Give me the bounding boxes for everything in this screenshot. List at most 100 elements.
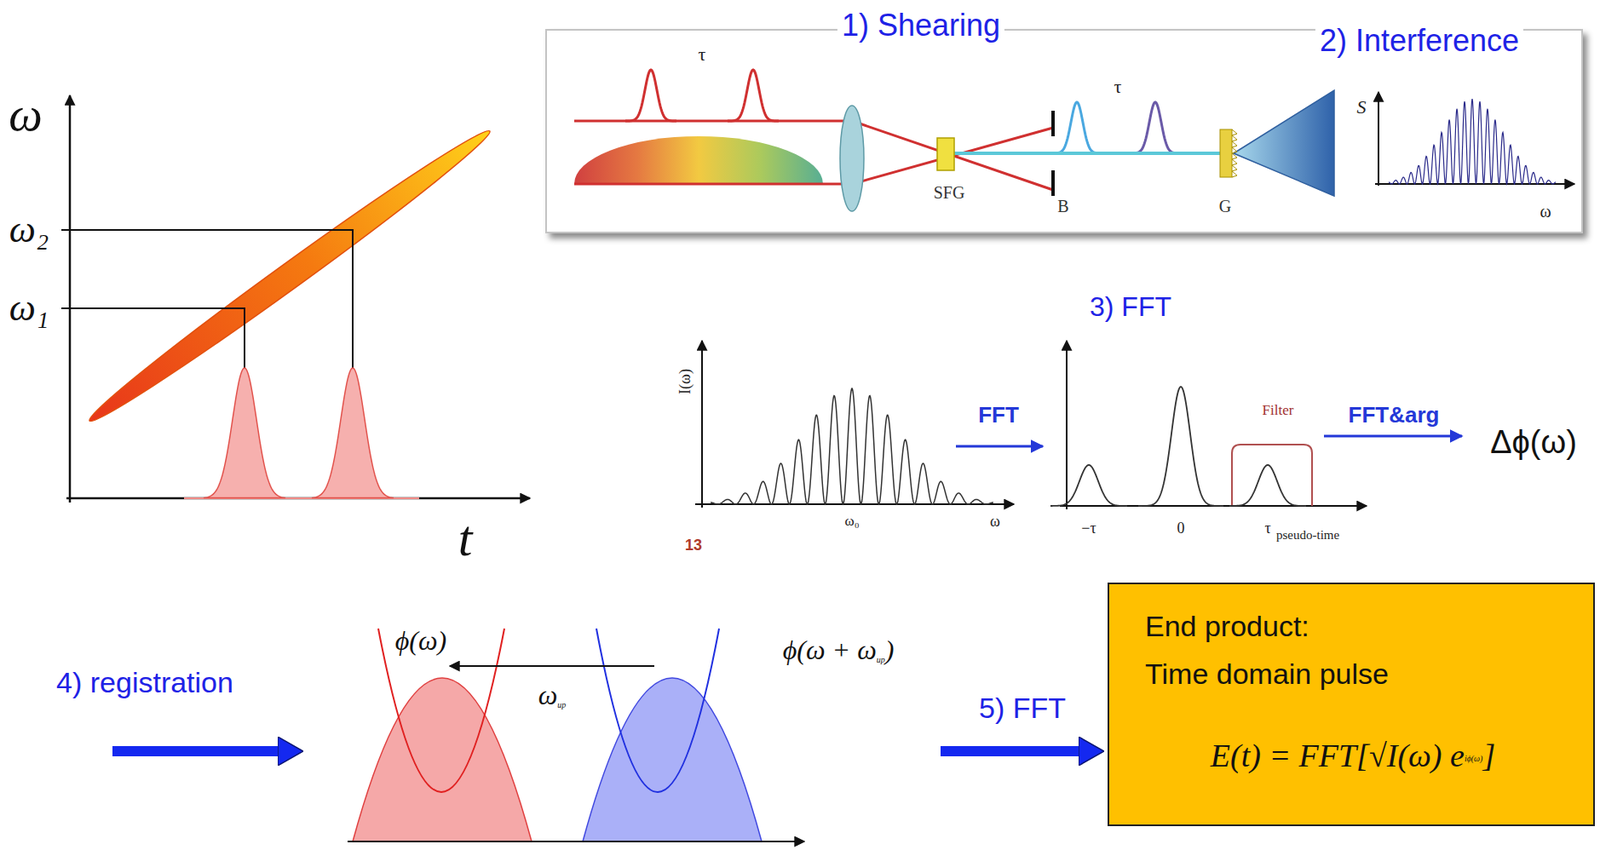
spectrum-blue bbox=[582, 678, 762, 842]
fft-arg-arrow bbox=[1323, 435, 1462, 438]
node-text: End product: bbox=[1145, 610, 1310, 643]
math-symbol: ω bbox=[989, 512, 1001, 530]
formula-text: ] bbox=[1482, 737, 1496, 774]
beam-block bbox=[1051, 170, 1055, 196]
annotation-text: 3) FFT bbox=[1089, 291, 1172, 323]
label-position: ω₀ bbox=[844, 512, 859, 530]
node-text: ) bbox=[885, 634, 895, 666]
step-heading: 1) Shearing bbox=[837, 7, 1005, 43]
omega-axis bbox=[69, 95, 72, 503]
grating-teeth bbox=[1231, 129, 1238, 178]
label-position: B bbox=[1057, 196, 1069, 217]
text-line: ϕ(ω + ωup) bbox=[782, 634, 895, 667]
label-position: −τ bbox=[1081, 519, 1096, 538]
math-symbol: I(ω) bbox=[676, 368, 694, 395]
label-position: SFG bbox=[933, 183, 966, 203]
ac-peak bbox=[1229, 465, 1307, 507]
fft-axis bbox=[1065, 340, 1068, 510]
node-text: ϕ(ω) bbox=[395, 625, 447, 657]
beam-block bbox=[1051, 110, 1055, 137]
interferogram bbox=[710, 388, 994, 505]
label-position: 0 bbox=[1177, 519, 1186, 538]
label-position: ω₁ bbox=[9, 287, 49, 331]
math-symbol: 0 bbox=[1177, 519, 1186, 537]
registration-axis bbox=[347, 840, 805, 843]
annotation-text: 4) registration bbox=[56, 666, 234, 699]
registration-arrow bbox=[112, 746, 278, 757]
beam bbox=[574, 183, 852, 186]
replica-pulse bbox=[1051, 102, 1103, 154]
registration-figure: ϕ(ω) ωup ϕ(ω + ωup) bbox=[340, 613, 938, 842]
shift-arrow bbox=[449, 665, 655, 668]
label-position: pseudo-time bbox=[1276, 527, 1340, 543]
label-position: ω bbox=[989, 512, 1001, 531]
label-position: ω bbox=[8, 86, 43, 142]
label-position: I(ω) bbox=[676, 368, 695, 395]
math-symbol: τ bbox=[1264, 519, 1271, 537]
math-symbol: S bbox=[1357, 96, 1367, 118]
label-position: FFT bbox=[978, 402, 1019, 429]
dispersed-fan bbox=[1233, 90, 1335, 196]
math-symbol: t bbox=[458, 510, 473, 567]
math-symbol: Filter bbox=[1262, 402, 1295, 419]
result-box: End product: Time domain pulseE(t) = FFT[… bbox=[1107, 582, 1595, 827]
node-text: up bbox=[876, 655, 886, 665]
math-symbol: τ bbox=[698, 43, 707, 65]
node-text: up bbox=[557, 700, 566, 710]
step-label: 5) FFT bbox=[978, 691, 1066, 725]
omega1-guide bbox=[61, 308, 245, 369]
beam bbox=[574, 120, 852, 123]
annotation-text: 13 bbox=[684, 536, 703, 554]
label-position: t bbox=[458, 509, 473, 569]
omega2-guide bbox=[61, 230, 353, 369]
sfg-crystal bbox=[937, 138, 955, 171]
time-axis bbox=[66, 497, 530, 501]
annotation-text: FFT&arg bbox=[1348, 402, 1440, 428]
phase-blue bbox=[596, 628, 720, 793]
replica-pulse bbox=[625, 69, 677, 121]
interference-spectrum bbox=[1388, 98, 1556, 185]
lens bbox=[840, 105, 864, 212]
replica-pulse bbox=[727, 69, 779, 121]
chirped-pulse-ellipse bbox=[81, 120, 497, 432]
math-symbol: B bbox=[1057, 196, 1069, 216]
label-position: 3) FFT bbox=[1089, 291, 1172, 323]
formula-text: E(t) = FFT[√I(ω) e bbox=[1210, 737, 1465, 774]
annotation-text: FFT bbox=[978, 402, 1019, 428]
label-position: 13 bbox=[684, 536, 703, 555]
math-symbol: ω bbox=[8, 87, 43, 141]
text-line: E(t) = FFT[√I(ω) eiϕ(ω)] bbox=[1210, 737, 1496, 776]
filter-window bbox=[1231, 444, 1313, 507]
label-position: S bbox=[1357, 96, 1367, 118]
grating bbox=[1220, 129, 1232, 178]
edge-label-position: 5) FFT bbox=[978, 691, 1066, 726]
beam bbox=[851, 127, 1054, 185]
dc-peak bbox=[1138, 386, 1224, 507]
spectrum-red bbox=[352, 678, 532, 842]
intensity-axis bbox=[701, 340, 703, 508]
fft-arrow bbox=[955, 445, 1043, 449]
label-position: τ bbox=[698, 43, 707, 65]
math-symbol: pseudo-time bbox=[1276, 528, 1340, 542]
text-line: 2) Interference bbox=[1315, 23, 1524, 58]
text-line: End product: bbox=[1145, 610, 1310, 644]
time-pulse bbox=[203, 368, 286, 499]
annotation-text: Δϕ(ω) bbox=[1490, 424, 1577, 461]
math-symbol: −τ bbox=[1081, 519, 1096, 537]
math-symbol: ω₂ bbox=[9, 208, 49, 251]
sfg-beam bbox=[954, 151, 1224, 156]
replica-pulse bbox=[1129, 102, 1181, 154]
label-position: τ bbox=[1114, 75, 1123, 98]
math-symbol: G bbox=[1219, 196, 1232, 216]
label-position: ω₂ bbox=[9, 208, 49, 253]
label-position: G bbox=[1219, 196, 1232, 217]
beam bbox=[851, 120, 1054, 190]
label-position: ω bbox=[1539, 201, 1551, 222]
text-line: Time domain pulse bbox=[1145, 657, 1389, 691]
ac-peak bbox=[1050, 465, 1128, 507]
text-line: ωup bbox=[538, 679, 567, 712]
math-symbol: τ bbox=[1114, 75, 1123, 98]
spectrum-axis bbox=[1377, 92, 1380, 186]
node-text: Time domain pulse bbox=[1145, 657, 1389, 691]
